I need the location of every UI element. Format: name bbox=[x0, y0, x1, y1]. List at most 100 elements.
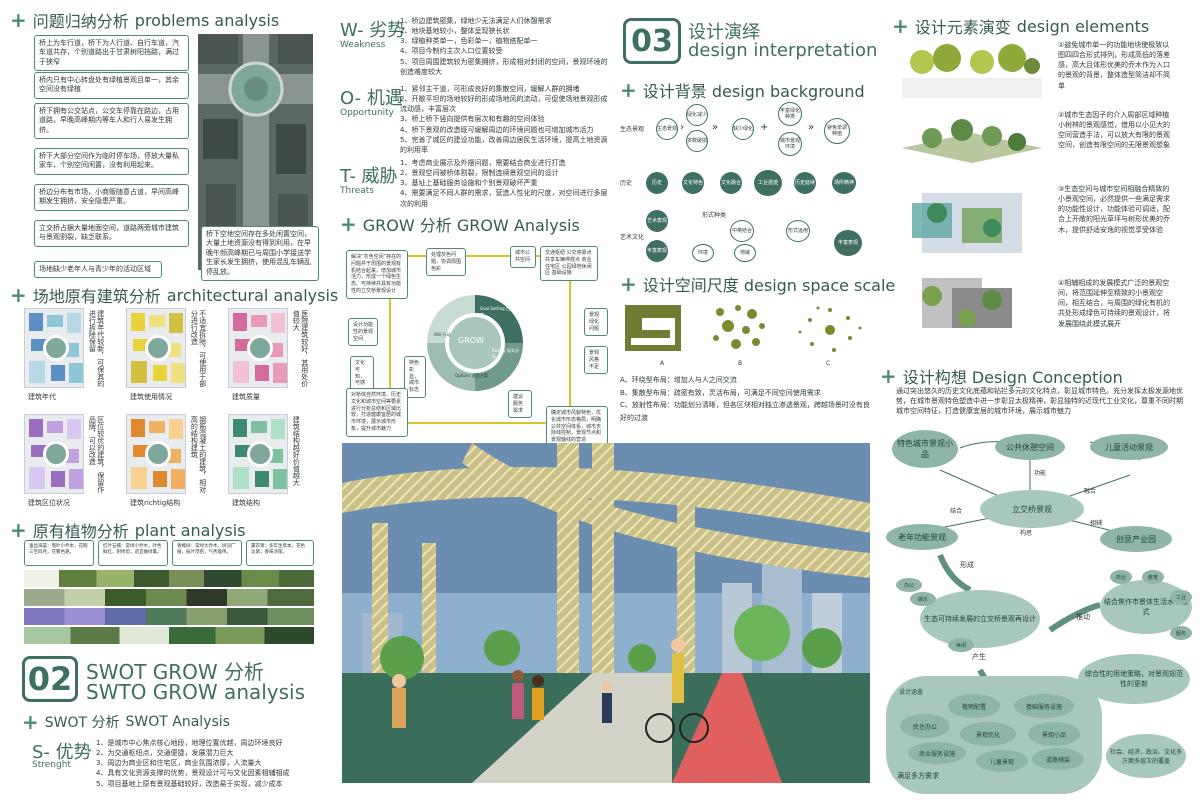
plus-icon: + bbox=[892, 14, 909, 38]
grow-box: 特色彰显，城市标志 bbox=[404, 356, 426, 398]
flow-node: 艺术表现 bbox=[646, 210, 668, 232]
plant-photo-strip bbox=[24, 608, 314, 625]
problem-note: 桥边分布有市场，小商贩随意占道，早间高峰期发生拥挤，安全隐患严重。 bbox=[34, 184, 189, 211]
building-block bbox=[169, 313, 183, 333]
building-block bbox=[69, 363, 83, 383]
background-flow: 生态景观 生态景观 绿化减少 多数破损 缺少绿化 丰富绿化种类 城市景观环境 避… bbox=[620, 100, 872, 270]
architecture-map bbox=[228, 308, 288, 388]
flow-node: 避免单调种植 bbox=[824, 118, 850, 144]
building-block bbox=[271, 419, 285, 439]
swot-item: 4、需要满足不同人群的需求，营造人性化的尺度，对空间进行多层次的利用 bbox=[400, 189, 608, 208]
concept-node: 儿童活动景观 bbox=[1090, 434, 1168, 460]
architecture-map bbox=[24, 308, 84, 388]
problems-heading: + 问题归纳分析 problems analysis bbox=[10, 8, 279, 32]
architecture-heading: + 场地原有建筑分析 architectural analysis bbox=[10, 283, 338, 307]
swot-o-list: 1、紧邻主干道，可形成良好的集散空间，缓解人群的拥堵 2、开敞平坦的场地较好的形… bbox=[400, 84, 610, 155]
plant-heading: + 原有植物分析 plant analysis bbox=[10, 518, 245, 542]
problem-note: 桥内只有中心转盘处有绿植景观且单一，其余空间没有绿植 bbox=[34, 72, 189, 99]
scale-note: B、集散型布局：疏密有致，灵活布局，可满足不同空间使用需求 bbox=[620, 388, 821, 397]
building-block bbox=[51, 365, 65, 381]
swot-item: 3、周边为商业区和住宅区，商业氛围浓厚，人流量大 bbox=[96, 759, 262, 768]
architecture-map bbox=[126, 308, 186, 388]
swot-o-en: Opportunity bbox=[340, 108, 395, 118]
small-node: 教育 bbox=[1142, 570, 1164, 584]
small-node: 娱乐 bbox=[910, 592, 936, 606]
plus-icon: + bbox=[760, 122, 769, 133]
plus-icon: » bbox=[712, 122, 719, 133]
swot-s-label: S- 优势 bbox=[32, 742, 92, 763]
bridge-scene bbox=[342, 443, 870, 783]
conception-intro: 通过突出悠久的历史文化底蕴和钻拦多元的文化特点，彰显城市特色。充分发挥太极发源地… bbox=[896, 387, 1183, 416]
grow-box: 对桥体自然环境、历史文化和城市空间等要素进行分析总结和区域比较，打造健康宜居的城… bbox=[346, 388, 408, 437]
swot-subheading: + SWOT 分析 SWOT Analysis bbox=[22, 710, 230, 734]
heading-en: architectural analysis bbox=[166, 285, 339, 305]
heading-cn: 原有植物分析 bbox=[32, 522, 129, 541]
small-node: 植物配置 bbox=[948, 694, 1000, 718]
building-block bbox=[29, 361, 45, 383]
building-block bbox=[233, 361, 249, 383]
plus-icon: + bbox=[620, 78, 637, 102]
plant-photo-strip bbox=[24, 589, 314, 606]
aerial-photo bbox=[198, 34, 313, 270]
heading-cn: SWOT 分析 bbox=[44, 715, 120, 731]
heading-en: SWOT Analysis bbox=[125, 714, 230, 730]
grow-box: 处理灰色问题，协调周围色彩 bbox=[426, 248, 466, 277]
building-block bbox=[47, 315, 63, 327]
small-node: 基础服务设施 bbox=[1014, 694, 1074, 718]
grow-step: Options 选项方案 bbox=[455, 373, 488, 378]
scale-note: C、放射性布局：功能划分清晰，但各区块相对独立渗透景观，跨越场景时没有良好的过渡 bbox=[620, 401, 870, 422]
building-block bbox=[233, 419, 247, 437]
heading-en: design elements bbox=[1016, 16, 1150, 36]
grow-box: 景观绿化问题 bbox=[584, 308, 608, 337]
building-block bbox=[233, 313, 247, 331]
flow-node: 历史延续 bbox=[794, 172, 816, 194]
map-side-note: 不适宜拆除，可使用于部分进行改造 bbox=[190, 310, 207, 387]
small-node: 休闲 bbox=[948, 638, 974, 652]
map-caption: 建筑richtig结构 bbox=[130, 499, 181, 507]
grow-box: 确定城市风貌特色，优化城市形态格局，明确公共空间体系，城市天际线控制，景观节点和… bbox=[546, 406, 608, 448]
map-caption: 建筑质量 bbox=[232, 393, 260, 401]
building-block bbox=[51, 471, 65, 487]
swot-item: 2、开敞平坦的场地较好的形成场地风的流动，可促使场地景观形成流动感，丰富层次 bbox=[400, 95, 608, 114]
swot-item: 5、项目周围建筑较为密集拥挤，形成相对封闭的空间，景观环境的创造难度较大 bbox=[400, 57, 608, 76]
link-word: 融合 bbox=[1084, 488, 1097, 495]
grow-box: 交通枢纽 公交停靠点 共享车辆停放点 商业住宅区 公园绿地休闲区 基础设施 bbox=[540, 246, 598, 281]
small-node: 商业服务设施 bbox=[908, 742, 966, 764]
building-block bbox=[29, 467, 45, 489]
swot-w-list: 1、桥边建筑密集，绿地少无法满足人们休憩需求 2、地块基地较小，整体呈现狭长状 … bbox=[400, 16, 610, 77]
map-caption: 建筑年代 bbox=[28, 393, 56, 401]
swot-item: 3、绿植种类单一，色彩单一，植物搭配单一 bbox=[400, 37, 538, 46]
plus-icon: » bbox=[808, 122, 815, 133]
link-word: 结合 bbox=[950, 508, 963, 515]
flow-node: 生态景观 bbox=[656, 118, 678, 140]
heading-en: plant analysis bbox=[134, 520, 246, 540]
flow-label: 产生 bbox=[972, 653, 986, 661]
concept-node: 公共休憩空间 bbox=[995, 434, 1065, 460]
plus-icon: + bbox=[880, 364, 897, 388]
swot-s-list: 1、是城市中心焦点核心地段，地理位置优越，周边环境良好 2、为交通枢纽点，交通便… bbox=[96, 738, 326, 789]
swot-item: 1、紧邻主干道，可形成良好的集散空间，缓解人群的拥堵 bbox=[400, 85, 580, 93]
plus-icon: + bbox=[22, 710, 39, 734]
conception-mindmap: 立交桥景观 公共休憩空间 儿童活动景观 创意产业园 老年功能景观 特色城市景观小… bbox=[880, 430, 1198, 796]
plus-icon: › bbox=[680, 122, 684, 133]
problem-note: 立交桥占据大量地面空间，道路两旁城市建筑与景观割裂，缺乏联系。 bbox=[34, 220, 189, 247]
element-text: ④相辅相成的发展模式广泛的景观空间，将范围延伸至精致的小景观空间，相互结合，与周… bbox=[1058, 279, 1170, 328]
grow-box: 解决“灰色空间”存在的问题并于周围的景观有机结合起来，增加城市活力，形成一个绿色… bbox=[346, 250, 408, 299]
roundabout bbox=[43, 441, 69, 467]
building-block bbox=[149, 315, 165, 327]
flow-node: 多数破损 bbox=[686, 130, 708, 152]
roundabout bbox=[43, 335, 69, 361]
swot-w-label: W- 劣势 bbox=[340, 20, 406, 41]
small-node: 民住办公 bbox=[900, 714, 950, 738]
building-block bbox=[29, 419, 43, 437]
mid-node: 生态可持续发展的立交桥景观再设计 bbox=[920, 590, 1040, 648]
swot-o-label: O- 机遇 bbox=[340, 88, 403, 109]
flow-node: 工业遗迹 bbox=[754, 170, 782, 196]
flow-node: 丰富表现 bbox=[646, 240, 668, 262]
plant-panel: 垂丝海棠：落叶小乔木，花期三至四月，花繁色艳。 红叶石楠：常绿小乔木，叶色鲜红，… bbox=[24, 540, 314, 650]
scale-label: B bbox=[738, 360, 743, 367]
flow-node: 缺少绿化 bbox=[732, 118, 754, 140]
building-block bbox=[255, 471, 269, 487]
flow-node: 丰富绿化种类 bbox=[778, 102, 802, 126]
swot-item: 3、基址上基础服务设施和个别景观破坏严重 bbox=[400, 179, 538, 188]
